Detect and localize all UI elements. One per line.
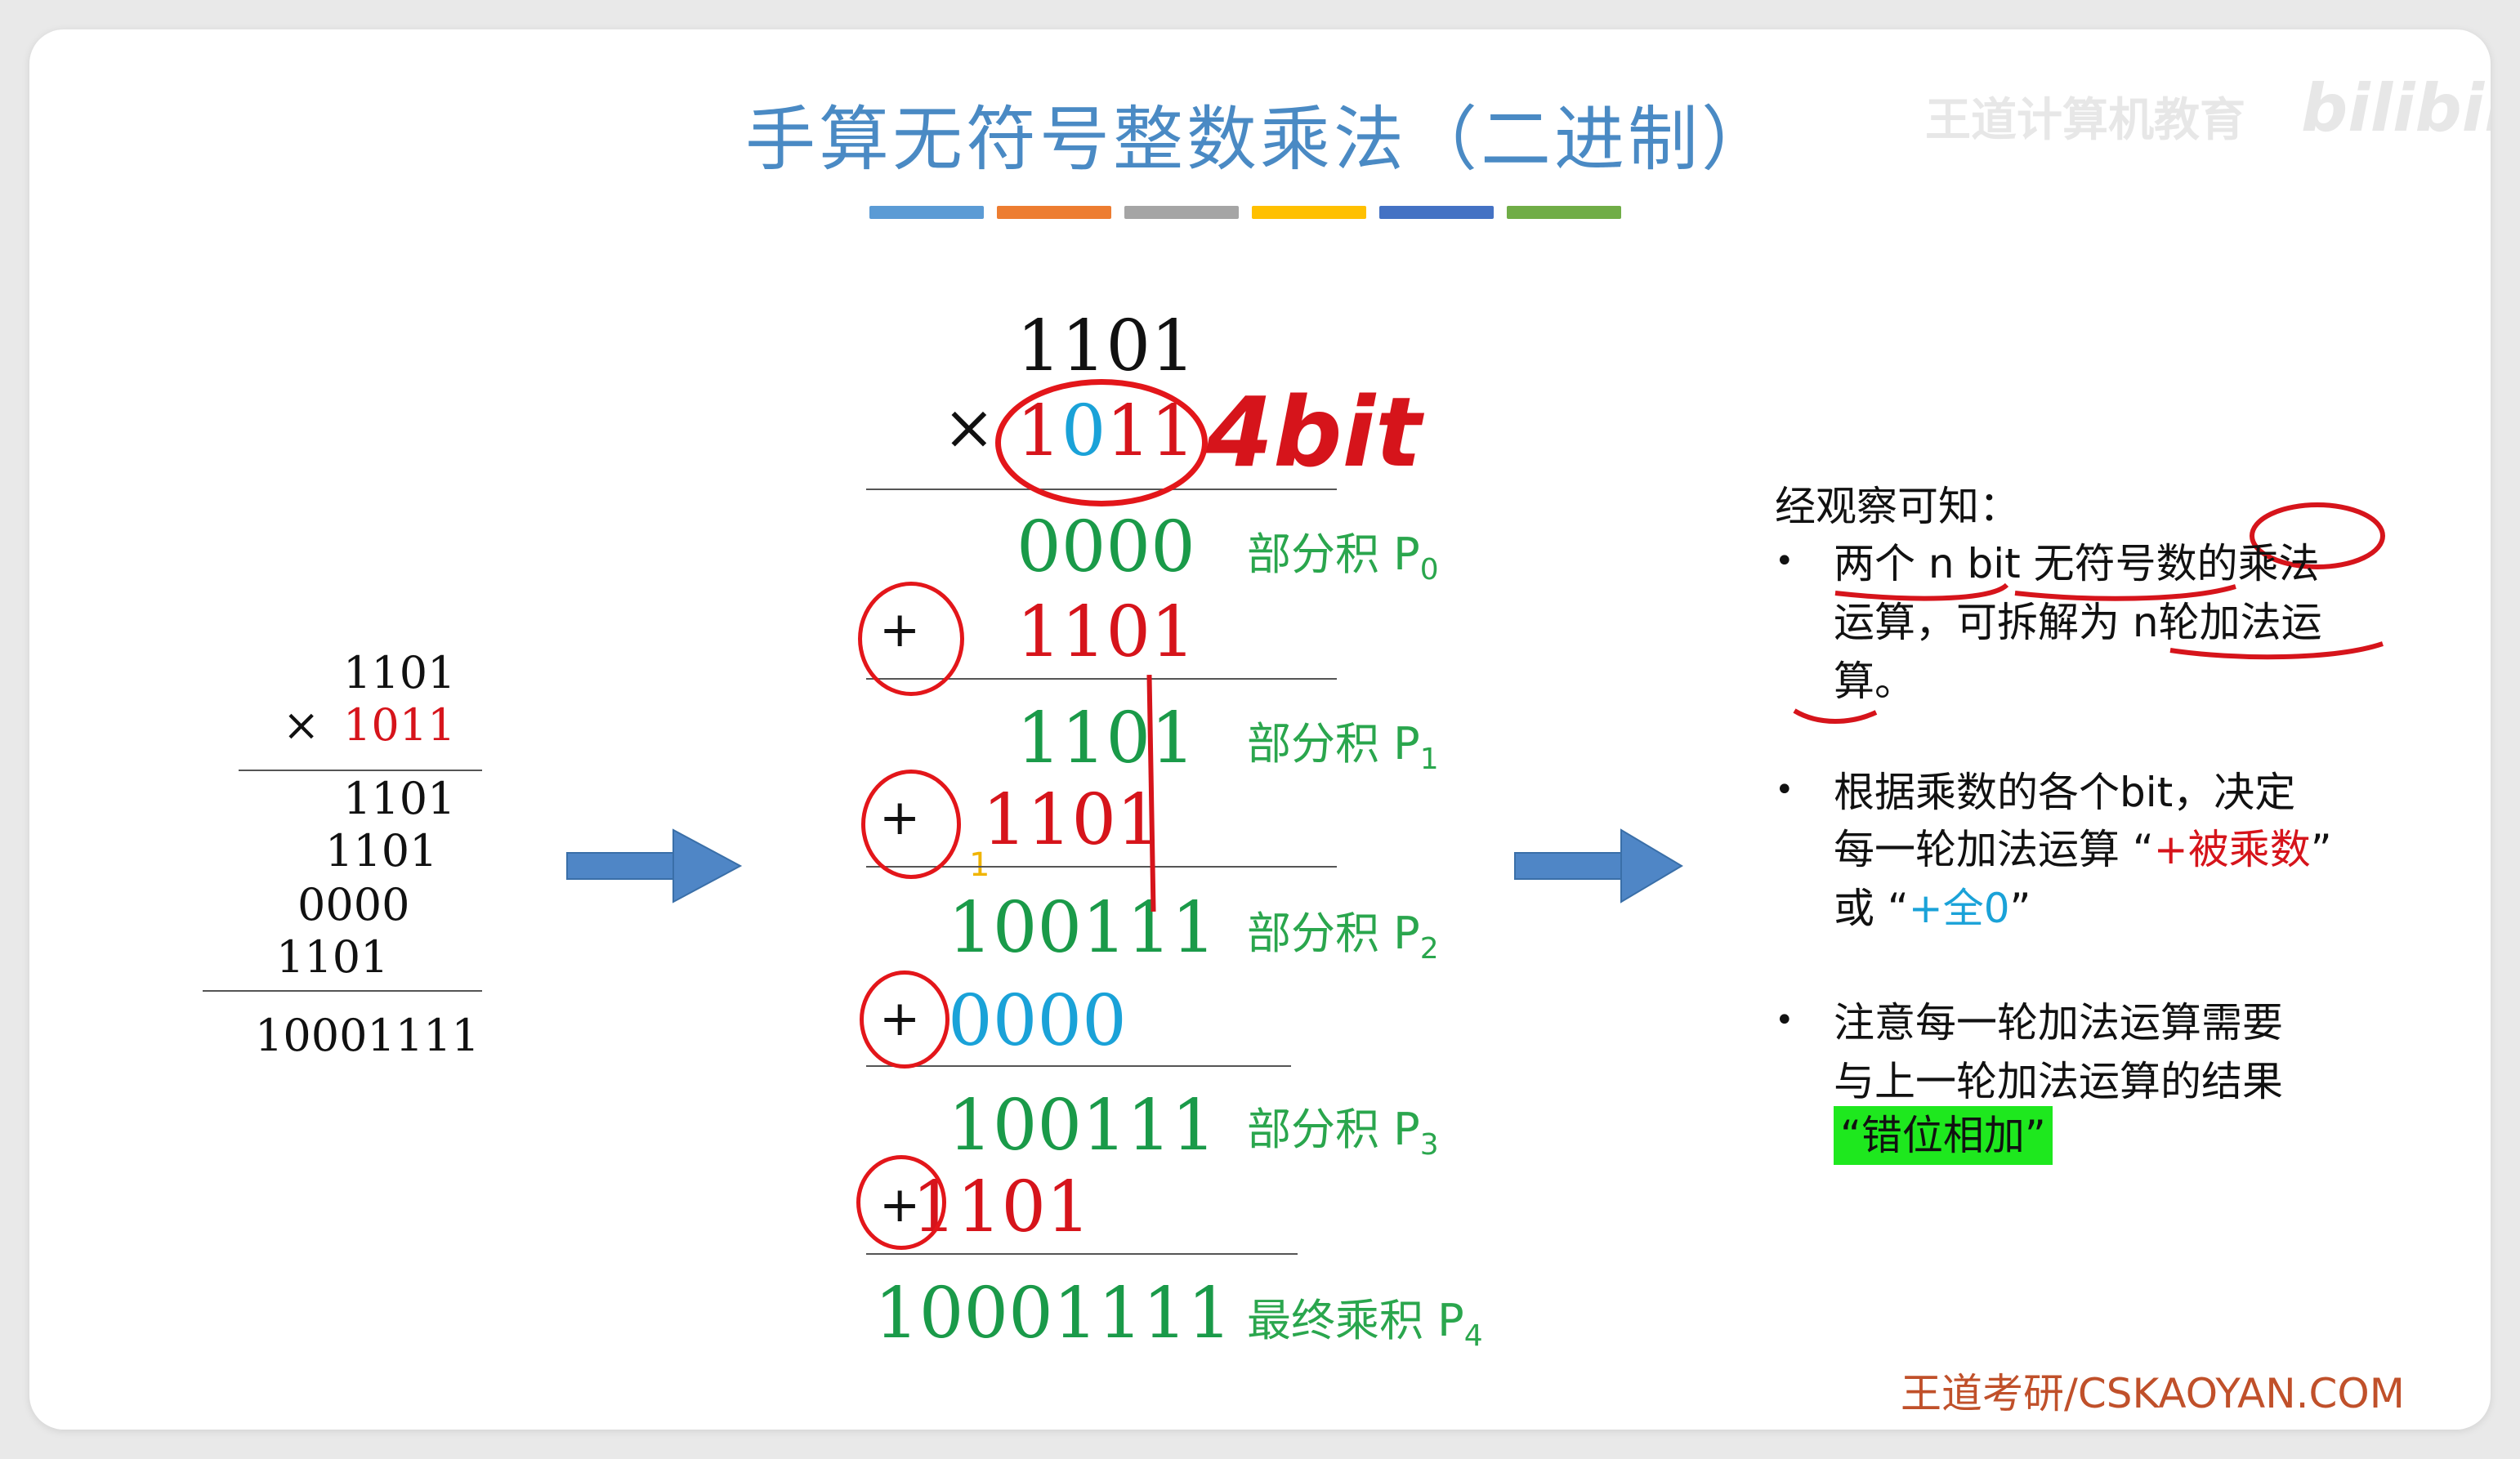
arrow-right-1 (566, 828, 743, 904)
bullet-1: • (1775, 542, 1794, 580)
left-multiplier: 1011 (343, 699, 456, 751)
partial-product-p1: 1101 (1016, 698, 1195, 779)
mid-rule-3 (866, 866, 1337, 868)
slide: 手算无符号整数乘法（二进制） 王道计算机教育 bilibili 1101 × 1… (29, 29, 2491, 1430)
partial-product-p3: 100111 (948, 1085, 1217, 1167)
bullet-3-highlight: “错位相加” (1834, 1106, 2053, 1165)
slide-title: 手算无符号整数乘法（二进制） (745, 99, 1775, 181)
mid-rule-5 (866, 1253, 1298, 1255)
arrows-layer (566, 502, 2385, 904)
mid-rule-4 (866, 1065, 1291, 1067)
label-p1: 部分积 P1 (1247, 718, 1439, 776)
label-p0: 部分积 P0 (1247, 529, 1439, 587)
left-row-1: 1101 (343, 773, 456, 824)
left-row-3: 0000 (297, 879, 410, 930)
partial-product-p0: 0000 (1016, 506, 1195, 588)
label-p4: 最终乘积 P4 (1247, 1295, 1483, 1353)
bullet-1-line-2: 运算，可拆解为 n轮加法运 (1834, 599, 2322, 646)
addend-2: 1101 (982, 779, 1161, 861)
bullet-3-line-1: 注意每一轮加法运算需要 (1834, 999, 2283, 1046)
bullet-2: • (1775, 771, 1794, 809)
left-result: 10001111 (255, 1010, 480, 1061)
color-bar-6 (1507, 206, 1621, 219)
color-bar-3 (1124, 206, 1239, 219)
color-bar-2 (997, 206, 1111, 219)
label-p3: 部分积 P3 (1247, 1104, 1439, 1162)
label-p2: 部分积 P2 (1247, 908, 1439, 966)
footer-brand: 王道考研/CSKAOYAN.COM (1901, 1370, 2405, 1417)
addend-3: 0000 (948, 980, 1127, 1062)
bullet-1-line-3: 算。 (1834, 658, 1915, 705)
bullet-1-line-1: 两个 n bit 无符号数的乘法 (1834, 540, 2320, 587)
observation-heading: 经观察可知： (1775, 483, 2020, 530)
bullet-2-line-1: 根据乘数的各个bit，决定 (1834, 769, 2296, 816)
bullet-3-line-2: 与上一轮加法运算的结果 (1834, 1058, 2283, 1105)
color-bar-1 (869, 206, 984, 219)
plus-circle-2 (861, 770, 961, 879)
left-row-4: 1101 (276, 931, 389, 983)
mid-multiplicand: 1101 (1016, 306, 1195, 387)
color-bar-4 (1252, 206, 1366, 219)
plus-circle-1 (858, 582, 964, 696)
multiplier-circle (995, 379, 1208, 506)
left-rule-1 (239, 770, 482, 771)
plus-circle-3 (860, 970, 949, 1069)
partial-product-p2: 100111 (948, 887, 1217, 969)
carry-mark: 1 (969, 846, 990, 884)
watermark-text: 王道计算机教育 (1925, 94, 2245, 147)
bullet-3: • (1775, 1002, 1794, 1039)
left-multiplicand: 1101 (343, 647, 456, 698)
mid-times-sign: × (943, 390, 995, 463)
addend-1: 1101 (1016, 591, 1195, 673)
final-product-p4: 10001111 (874, 1273, 1232, 1354)
bullet-2-line-2: 每一轮加法运算 “+被乘数” (1834, 826, 2332, 873)
arrow-right-2 (1514, 828, 1683, 904)
annotation-4bit: 4bit (1206, 376, 1422, 489)
bullet-2-line-3: 或 “+全0” (1834, 885, 2031, 932)
left-row-2: 1101 (325, 825, 438, 877)
bilibili-logo: bilibili (2301, 70, 2491, 146)
left-times-sign: × (283, 699, 320, 751)
plus-circle-4 (856, 1155, 946, 1250)
mid-rule-2 (866, 678, 1337, 680)
color-bar-5 (1379, 206, 1494, 219)
left-rule-2 (203, 990, 482, 992)
